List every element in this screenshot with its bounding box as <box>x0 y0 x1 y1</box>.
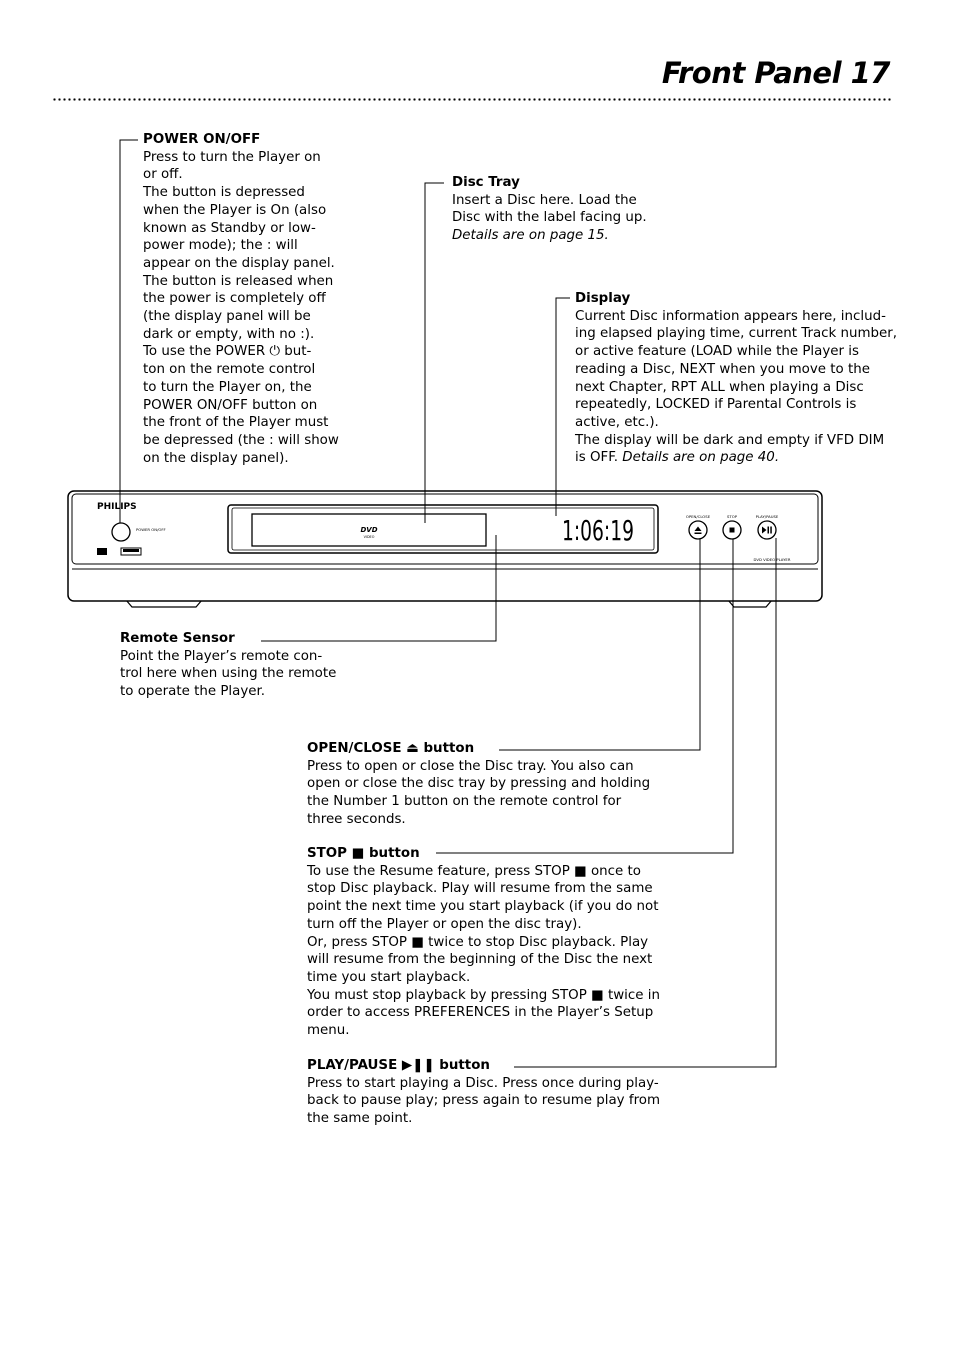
power-button-label: POWER ON/OFF <box>136 527 166 532</box>
page-title: Front Panel 17 <box>661 56 891 90</box>
text-line: the front of the Player must <box>143 415 329 431</box>
open-close-button-label: OPEN/CLOSE <box>686 514 711 519</box>
text-line: active, etc.). <box>575 414 659 430</box>
page-reference: Details are on page 40. <box>622 450 780 466</box>
disc-tray[interactable] <box>251 513 487 547</box>
text-line: the power is completely off <box>143 291 326 307</box>
remote-sensor-heading: Remote Sensor <box>120 631 235 646</box>
text-line: POWER ON/OFF button on <box>143 397 318 413</box>
text-line: known as Standby or low- <box>143 220 316 236</box>
dvd-video-label: VIDEO <box>364 535 375 539</box>
play-pause-button-label: PLAY/PAUSE <box>756 514 779 519</box>
dvd-logo: DVD <box>360 526 377 534</box>
eject-icon <box>694 526 702 534</box>
play-pause-heading: PLAY/PAUSE ▶❚❚ button <box>307 1058 490 1073</box>
text-line: to turn the Player on, the <box>143 379 312 395</box>
cd-logo-icon <box>97 548 107 555</box>
power-description: POWER ON/OFF Press to turn the Player on… <box>143 131 339 467</box>
callout-lines <box>119 139 777 1068</box>
text-line: trol here when using the remote <box>120 666 337 682</box>
text-line: The button is released when <box>143 273 334 289</box>
text-line: turn off the Player or open the disc tra… <box>307 916 582 932</box>
text-line: Insert a Disc here. Load the <box>452 192 637 208</box>
text-line: Disc with the label facing up. <box>452 210 647 226</box>
play-pause-callout-line <box>514 538 777 1068</box>
text-line: Press to turn the Player on <box>143 149 321 165</box>
text-line: The display will be dark and empty if VF… <box>575 432 885 448</box>
text-line: open or close the disc tray by pressing … <box>307 776 651 792</box>
text-line: To use the POWER ⏻ but- <box>143 344 312 360</box>
text-line: Or, press STOP ■ twice to stop Disc play… <box>307 934 649 950</box>
text-line: will resume from the beginning of the Di… <box>307 952 653 968</box>
text-line: time you start playback. <box>307 969 471 985</box>
text-line: the same point. <box>307 1111 413 1127</box>
text-line: Press to start playing a Disc. Press onc… <box>307 1075 659 1091</box>
text-line: menu. <box>307 1023 350 1039</box>
power-heading: POWER ON/OFF <box>143 132 261 147</box>
disc-tray-window-inner <box>231 507 655 551</box>
stop-callout-line <box>436 539 734 854</box>
stop-heading: STOP ■ button <box>307 846 420 861</box>
stop-description: STOP ■ button To use the Resume feature,… <box>307 845 660 1040</box>
text-line: Current Disc information appears here, i… <box>575 308 886 324</box>
remote-sensor-callout-line <box>261 535 497 642</box>
text-line: power mode); the : will <box>143 238 298 254</box>
text-line: To use the Resume feature, press STOP ■ … <box>307 863 641 879</box>
text-line: The button is depressed <box>143 185 305 201</box>
disc-tray-heading: Disc Tray <box>452 175 520 190</box>
text-line: Point the Player’s remote con- <box>120 648 323 664</box>
text-line: order to access PREFERENCES in the Playe… <box>307 1005 654 1021</box>
text-line: on the display panel). <box>143 450 289 466</box>
remote-sensor-description: Remote Sensor Point the Player’s remote … <box>120 630 336 701</box>
text-line: is OFF. Details are on page 40. <box>575 449 897 467</box>
text-line: to operate the Player. <box>120 684 266 700</box>
dotted-rule <box>52 98 892 101</box>
text-line: next Chapter, RPT ALL when playing a Dis… <box>575 379 864 395</box>
text-line: when the Player is On (also <box>143 202 327 218</box>
text-line: or off. <box>143 167 183 183</box>
text-line: be depressed (the : will show <box>143 432 339 448</box>
disc-tray-callout-line <box>424 182 444 523</box>
play-pause-button[interactable] <box>757 520 777 540</box>
text-line: dark or empty, with no :). <box>143 326 315 342</box>
text-line: You must stop playback by pressing STOP … <box>307 987 660 1003</box>
text-line: stop Disc playback. Play will resume fro… <box>307 881 653 897</box>
disc-tray-description: Disc Tray Insert a Disc here. Load the D… <box>452 174 647 245</box>
open-close-heading: OPEN/CLOSE ⏏ button <box>307 741 475 756</box>
text-line: the Number 1 button on the remote contro… <box>307 794 622 810</box>
display-heading: Display <box>575 291 631 306</box>
text-line: or active feature (LOAD while the Player… <box>575 344 859 360</box>
text-line: repeatedly, LOCKED if Parental Controls … <box>575 397 857 413</box>
text-line: point the next time you start playback (… <box>307 899 659 915</box>
text-line: (the display panel will be <box>143 309 311 325</box>
play-pause-description: PLAY/PAUSE ▶❚❚ button Press to start pla… <box>307 1057 660 1128</box>
display-description: Display Current Disc information appears… <box>575 290 897 467</box>
text-line: ton on the remote control <box>143 362 316 378</box>
text-line: three seconds. <box>307 811 406 827</box>
text-line: back to pause play; press again to resum… <box>307 1093 661 1109</box>
open-close-callout-line <box>499 539 701 751</box>
format-logo-fill <box>123 549 139 552</box>
display-readout: 1:06:19 <box>562 514 634 547</box>
text-fragment: is OFF. <box>575 450 623 466</box>
power-button[interactable] <box>111 522 131 542</box>
text-line: ing elapsed playing time, current Track … <box>575 326 898 342</box>
display-callout-line <box>555 297 570 516</box>
brand-logo: PHILIPS <box>97 502 137 512</box>
page-reference: Details are on page 15. <box>452 228 609 244</box>
play-pause-icon <box>762 526 772 534</box>
stop-icon <box>729 527 735 533</box>
open-close-description: OPEN/CLOSE ⏏ button Press to open or clo… <box>307 740 650 829</box>
text-line: appear on the display panel. <box>143 255 335 271</box>
stop-button-label: STOP <box>727 514 738 519</box>
power-callout-line <box>119 139 138 523</box>
text-line: Press to open or close the Disc tray. Yo… <box>307 758 634 774</box>
text-line: reading a Disc, NEXT when you move to th… <box>575 361 870 377</box>
model-label: DVD VIDEO PLAYER <box>754 557 791 562</box>
